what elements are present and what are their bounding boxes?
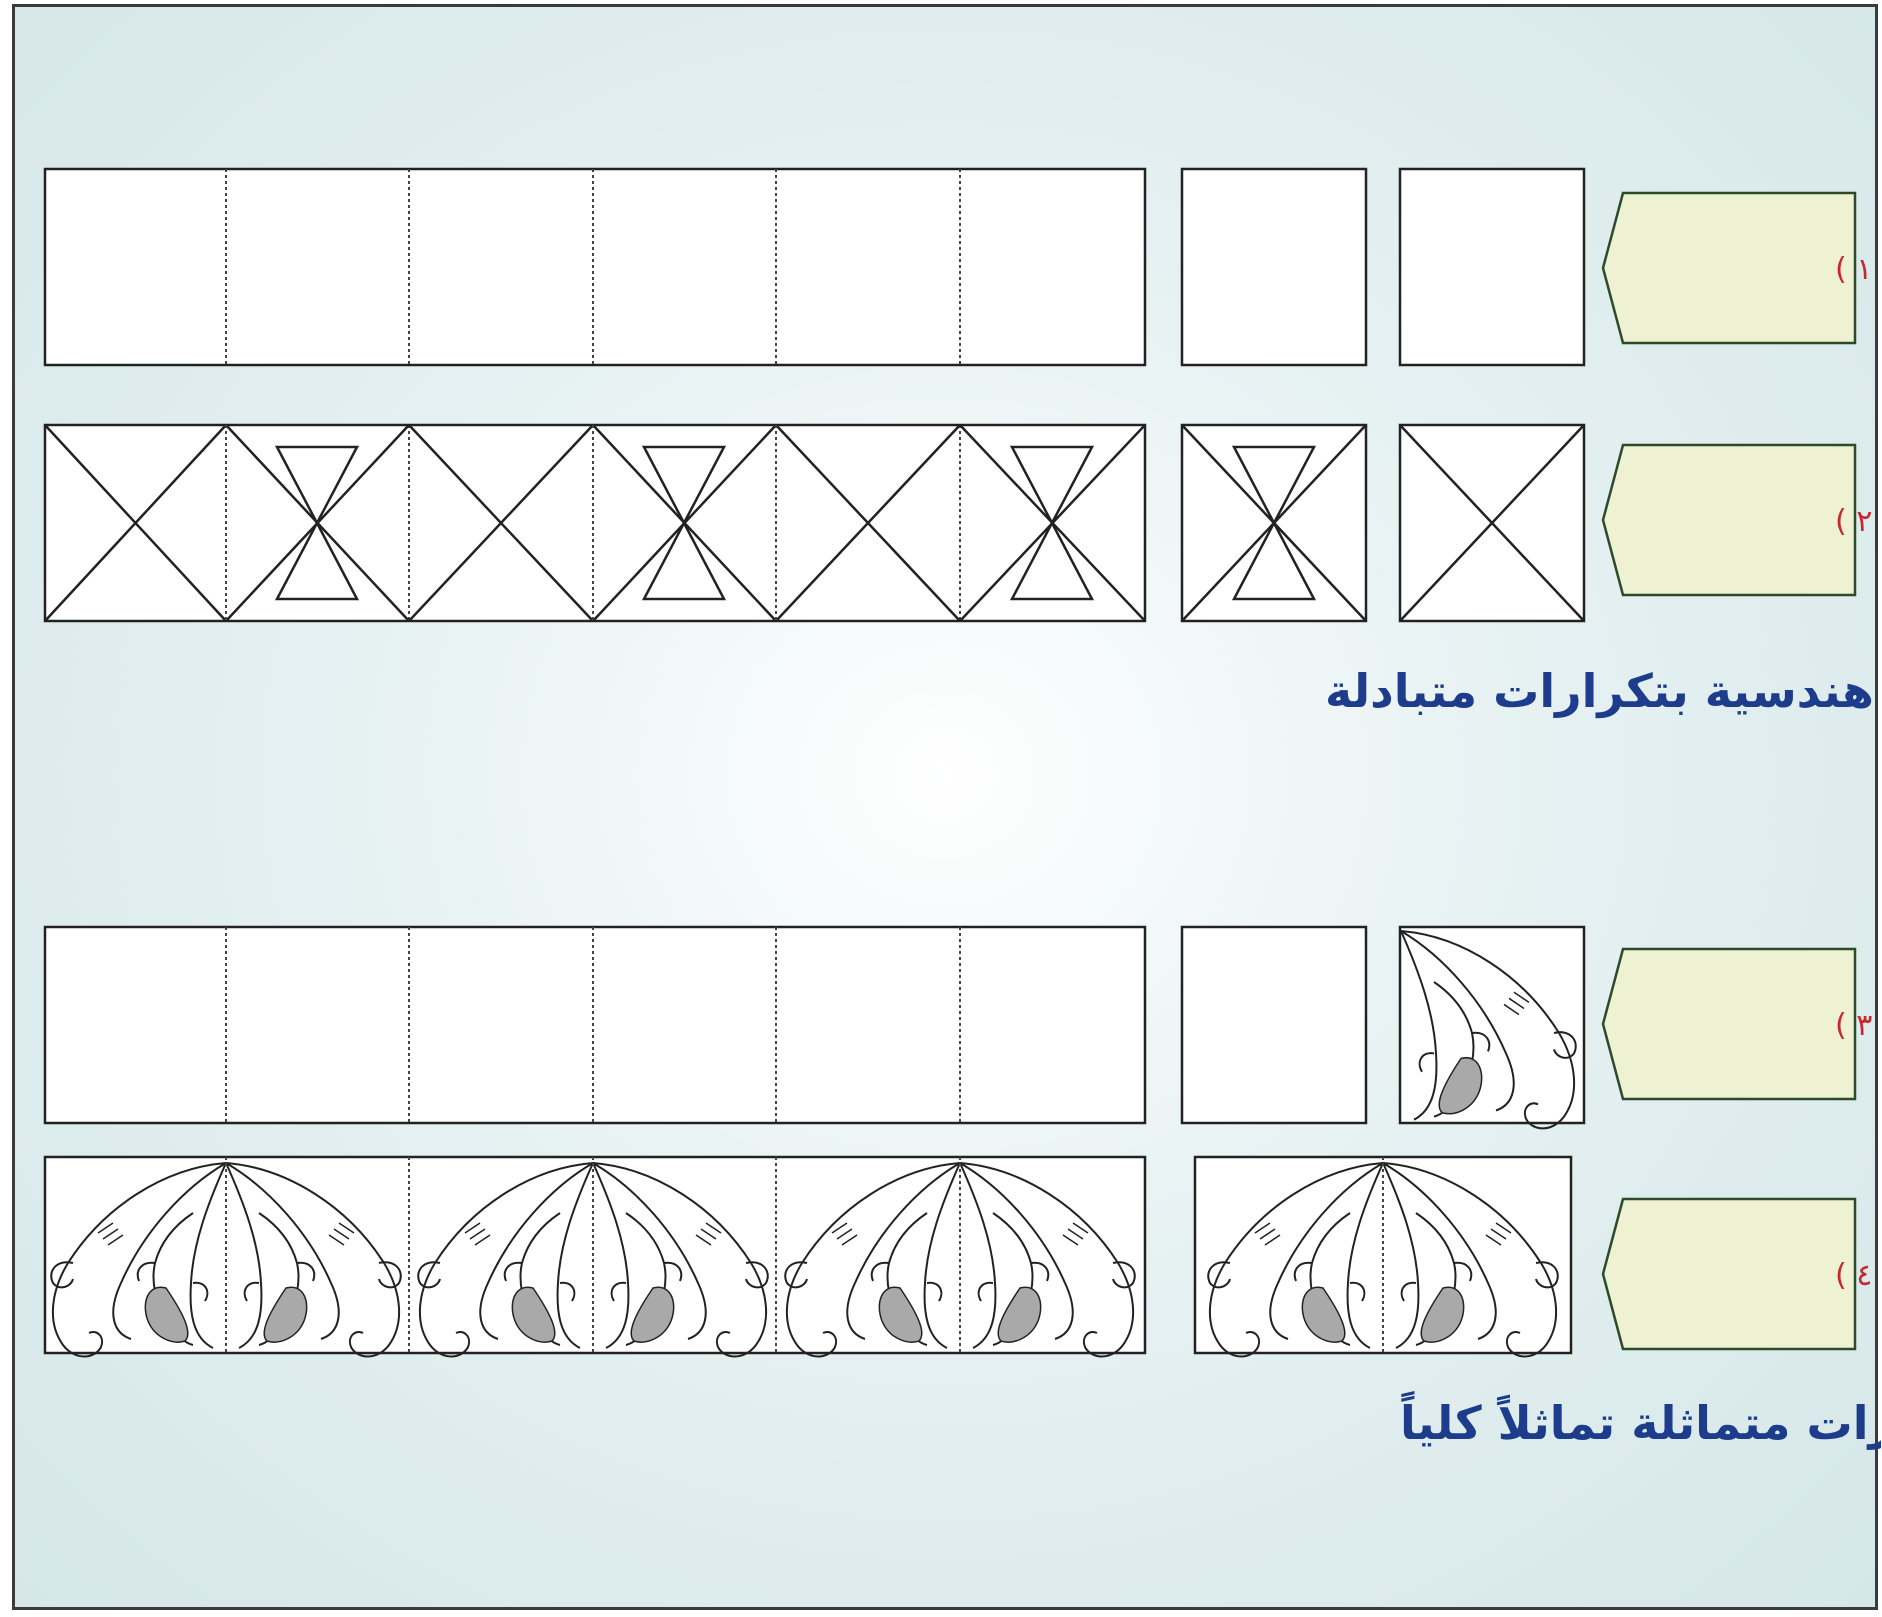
step-tag-3: الخطوة ( ٣ ) bbox=[1603, 949, 1881, 1099]
step2-hourglass-square bbox=[1182, 425, 1366, 621]
step1-strip bbox=[45, 169, 1145, 365]
step3-empty-square bbox=[1182, 927, 1366, 1123]
geometric-caption: إطار بوحدات زخرفية هندسية بتكرارات متباد… bbox=[1325, 664, 1881, 719]
diagram-frame: إطار بوحدات زخرفية هندسية بتكرارات متباد… bbox=[12, 4, 1878, 1610]
floral-caption: إطار بوحدات زخرفية نباتية بتكرارات متماث… bbox=[1400, 1391, 1881, 1451]
step4-floral-strip bbox=[45, 1157, 1145, 1357]
step-label: الخطوة ( ٢ ) bbox=[1835, 504, 1881, 539]
step-tag-1: الخطوة ( ١ ) bbox=[1603, 193, 1881, 343]
step-tag-4: الخطوة ( ٤ ) bbox=[1603, 1199, 1881, 1349]
step2-x-square bbox=[1400, 425, 1584, 621]
step-label: الخطوة ( ٣ ) bbox=[1835, 1008, 1881, 1043]
step-label: الخطوة ( ١ ) bbox=[1835, 252, 1881, 287]
step2-geometric-strip bbox=[45, 425, 1145, 621]
step-tag-2: الخطوة ( ٢ ) bbox=[1603, 445, 1881, 595]
step3-floral-unit-square bbox=[1400, 927, 1584, 1128]
step4-floral-pair bbox=[1195, 1157, 1571, 1357]
step1-single-square bbox=[1182, 169, 1366, 365]
step-label: الخطوة ( ٤ ) bbox=[1835, 1258, 1881, 1293]
step1-single-square bbox=[1400, 169, 1584, 365]
step3-strip bbox=[45, 927, 1145, 1123]
diagram-canvas: إطار بوحدات زخرفية هندسية بتكرارات متباد… bbox=[15, 7, 1881, 1613]
